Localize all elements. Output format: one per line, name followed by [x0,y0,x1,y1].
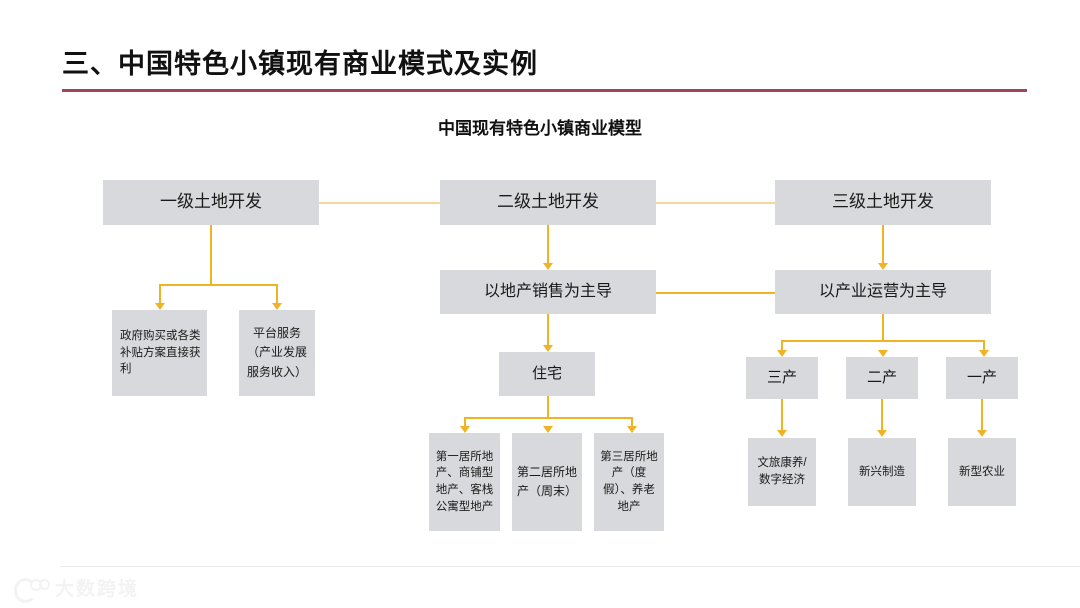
arrow-to-sector3 [777,350,787,357]
connector-industry-down [882,314,884,341]
watermark-label: 大数跨境 [55,579,140,600]
connector-sector2-down [881,399,883,432]
brand-logo-icon [14,577,50,603]
node-tier2[interactable]: 二级土地开发 [440,180,656,225]
connector-sector3-down [781,399,783,432]
node-tier3[interactable]: 三级土地开发 [775,180,991,225]
node-sector1[interactable]: 一产 [946,357,1018,399]
node-platform-service[interactable]: 平台服务（产业发展服务收入） [239,310,315,396]
node-res-first[interactable]: 第一居所地产、商铺型地产、客栈公寓型地产 [429,433,500,531]
connector-tier1-right-drop [276,284,278,306]
node-sector3-detail[interactable]: 文旅康养/数字经济 [748,438,816,506]
arrow-to-res-first [460,426,470,433]
node-sector2-detail[interactable]: 新兴制造 [848,438,916,506]
node-sector1-detail[interactable]: 新型农业 [948,438,1016,506]
page-title: 三、中国特色小镇现有商业模式及实例 [62,49,538,79]
node-industry-led[interactable]: 以产业运营为主导 [775,270,991,314]
link-realestate-industry [656,292,775,294]
arrow-to-sector3-detail [777,430,787,437]
arrow-to-realestate-led [543,263,553,270]
link-tier2-tier3 [656,202,775,204]
link-tier1-tier2 [319,202,440,204]
node-tier1[interactable]: 一级土地开发 [103,180,319,225]
node-gov-subsidy[interactable]: 政府购买或各类补贴方案直接获利 [112,310,207,396]
connector-tier1-left-drop [159,284,161,306]
connector-tier1-down [210,225,212,285]
connector-residence-right-drop [631,417,633,429]
connector-tier1-bus [159,284,277,286]
node-residence[interactable]: 住宅 [499,352,595,396]
arrow-to-platform-service [272,303,282,310]
connector-residence-left-drop [464,417,466,429]
watermark: 大数跨境 [14,574,140,603]
arrow-to-sector2 [878,350,888,357]
arrow-to-res-third [627,426,637,433]
arrow-to-industry-led [878,263,888,270]
chart-title: 中国现有特色小镇商业模型 [438,119,642,138]
node-realestate-led[interactable]: 以地产销售为主导 [440,270,656,314]
arrow-to-sector1-detail [977,430,987,437]
connector-industry-left-drop [781,340,783,352]
node-res-third[interactable]: 第三居所地产（度假）、养老地产 [594,433,664,531]
node-sector2[interactable]: 二产 [846,357,918,399]
title-divider [62,89,1027,92]
arrow-to-gov-subsidy [155,303,165,310]
connector-industry-right-drop [983,340,985,352]
connector-tier2-down [547,225,549,268]
arrow-to-sector2-detail [877,430,887,437]
node-sector3[interactable]: 三产 [746,357,818,399]
connector-sector1-down [981,399,983,432]
arrow-to-res-second [543,426,553,433]
arrow-to-residence [543,345,553,352]
node-res-second[interactable]: 第二居所地产（周末） [512,433,582,531]
arrow-to-sector1 [979,350,989,357]
connector-residence-bus [464,417,632,419]
connector-tier3-down [882,225,884,268]
connector-realestate-down [547,314,549,350]
connector-residence-down [547,396,549,418]
connector-industry-bus [781,340,984,342]
footer-divider [60,566,1080,567]
